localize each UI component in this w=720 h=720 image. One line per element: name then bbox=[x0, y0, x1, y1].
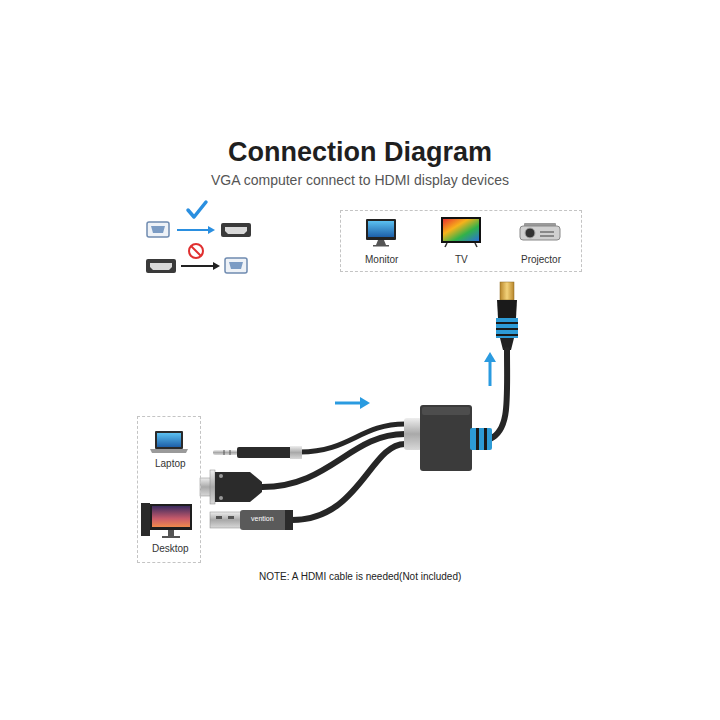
hdmi-cable bbox=[490, 350, 507, 439]
projector-vent bbox=[540, 231, 554, 233]
monitor-icon bbox=[366, 219, 396, 240]
adapter-ring bbox=[404, 418, 422, 450]
projector-icon bbox=[520, 226, 560, 240]
brand-mark: vention bbox=[249, 515, 276, 523]
computer-device-box: LaptopDesktop bbox=[137, 416, 201, 563]
usb-plug-sleeve bbox=[240, 510, 292, 530]
desktop-screen bbox=[152, 506, 190, 527]
ok-arrow-head bbox=[208, 226, 215, 234]
vga-connector-shell bbox=[200, 478, 211, 496]
device-label: Monitor bbox=[365, 254, 398, 266]
no-arrow-head bbox=[213, 262, 220, 270]
hdmi-icon bbox=[146, 259, 176, 273]
hdmi-plug-stripe bbox=[484, 428, 487, 450]
desktop-tower bbox=[141, 503, 150, 536]
monitor-base bbox=[373, 245, 389, 247]
projector-vent bbox=[540, 235, 554, 237]
device-label: Laptop bbox=[155, 458, 186, 470]
tv-icon bbox=[441, 217, 481, 243]
vga-cable bbox=[262, 434, 405, 487]
device-label: Desktop bbox=[152, 543, 189, 555]
flow-arrow bbox=[489, 360, 492, 386]
audio-jack-band bbox=[290, 446, 302, 459]
adapter-body bbox=[420, 405, 472, 471]
tv-leg bbox=[445, 243, 447, 247]
flow-arrow bbox=[335, 402, 362, 405]
vga-icon bbox=[225, 258, 247, 273]
hdmi-plug-housing bbox=[497, 300, 517, 318]
usb-cable bbox=[292, 444, 405, 520]
subtitle: VGA computer connect to HDMI display dev… bbox=[211, 172, 509, 189]
vga-icon-port bbox=[151, 226, 165, 233]
adapter-highlight bbox=[422, 407, 470, 415]
laptop-base bbox=[150, 449, 188, 453]
hdmi-plug-stripe bbox=[496, 334, 518, 336]
usb-plug-band bbox=[285, 510, 293, 530]
vga-connector-body bbox=[215, 472, 262, 502]
monitor-screen bbox=[368, 221, 394, 237]
usb-plug-metal bbox=[210, 512, 241, 528]
usb-plug-slot bbox=[216, 516, 222, 519]
laptop-icon bbox=[155, 431, 183, 449]
hdmi-plug-stripe bbox=[496, 322, 518, 324]
flow-arrow-head bbox=[360, 397, 370, 409]
no-arrow bbox=[181, 265, 214, 267]
audio-jack-ring bbox=[224, 450, 225, 455]
device-label: TV bbox=[455, 254, 468, 266]
laptop-screen bbox=[157, 433, 181, 447]
monitor-stand bbox=[376, 240, 386, 245]
tv-leg bbox=[475, 243, 477, 247]
vga-icon-port bbox=[229, 262, 243, 269]
device-label: Projector bbox=[521, 254, 561, 266]
prohibition-sign bbox=[189, 244, 203, 258]
desktop-base bbox=[162, 536, 180, 538]
tv-screen bbox=[443, 219, 479, 241]
vga-thumbscrew bbox=[219, 496, 223, 500]
desktop-stand bbox=[168, 530, 174, 536]
vga-thumbscrew bbox=[219, 474, 223, 478]
ok-arrow bbox=[177, 229, 209, 231]
hdmi-plug-stripe bbox=[476, 428, 479, 450]
check-mark bbox=[188, 202, 206, 217]
note-text: NOTE: A HDMI cable is needed(Not include… bbox=[259, 571, 461, 583]
hdmi-icon-port bbox=[150, 263, 172, 270]
hdmi-plug-collar bbox=[496, 318, 518, 338]
audio-jack-body bbox=[237, 447, 293, 458]
usb-plug-slot bbox=[228, 516, 234, 519]
diagram-title: Connection Diagram bbox=[228, 136, 492, 168]
vga-icon bbox=[147, 222, 169, 237]
display-device-box: Monitor TV Projector bbox=[340, 210, 582, 272]
desktop-monitor bbox=[150, 504, 192, 530]
flow-arrow-head bbox=[484, 352, 496, 362]
vga-connector-flange bbox=[210, 470, 215, 504]
prohibition-slash bbox=[191, 246, 201, 256]
projector-lens bbox=[525, 228, 535, 238]
hdmi-plug-tip bbox=[500, 282, 514, 300]
audio-jack-tip bbox=[213, 450, 238, 455]
hdmi-plug-adapter bbox=[470, 428, 492, 450]
audio-jack-ring bbox=[230, 450, 231, 455]
hdmi-icon-port bbox=[225, 227, 247, 234]
hdmi-icon bbox=[221, 223, 251, 237]
hdmi-plug-stripe bbox=[496, 328, 518, 330]
